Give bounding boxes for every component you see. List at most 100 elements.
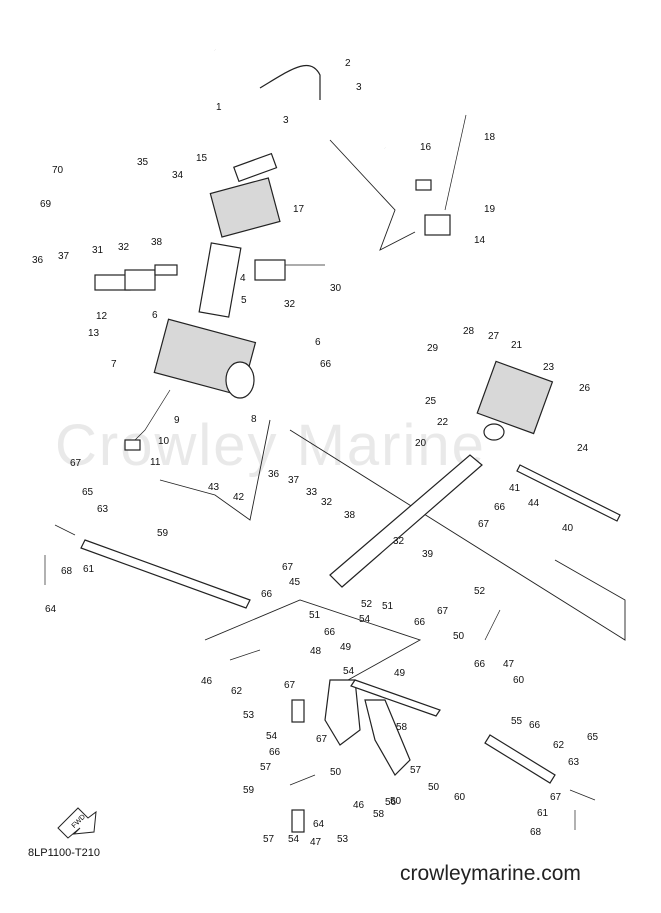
callout-70: 70 bbox=[52, 165, 64, 176]
callout-38: 38 bbox=[151, 237, 163, 248]
callout-67: 67 bbox=[550, 792, 562, 803]
callout-66: 66 bbox=[414, 617, 426, 628]
callout-51: 51 bbox=[382, 601, 394, 612]
callout-32: 32 bbox=[321, 497, 333, 508]
callout-52: 52 bbox=[361, 599, 373, 610]
callout-66: 66 bbox=[269, 747, 281, 758]
callout-34: 34 bbox=[172, 170, 184, 181]
callout-32: 32 bbox=[393, 536, 405, 547]
callout-63: 63 bbox=[97, 504, 109, 515]
rod-55 bbox=[350, 679, 441, 717]
callout-54: 54 bbox=[288, 834, 300, 845]
callout-21: 21 bbox=[511, 340, 523, 351]
callout-66: 66 bbox=[320, 359, 332, 370]
callout-55: 55 bbox=[511, 716, 523, 727]
bushing-22 bbox=[483, 423, 505, 441]
callout-62: 62 bbox=[553, 740, 565, 751]
connector bbox=[124, 439, 141, 451]
callout-30: 30 bbox=[330, 283, 342, 294]
callout-18: 18 bbox=[484, 132, 496, 143]
callout-2: 2 bbox=[345, 58, 351, 69]
frame-line-cable bbox=[289, 429, 626, 641]
callout-65: 65 bbox=[587, 732, 599, 743]
callout-36: 36 bbox=[32, 255, 44, 266]
frame-line-lower bbox=[204, 599, 422, 691]
callout-67: 67 bbox=[282, 562, 294, 573]
callout-65: 65 bbox=[82, 487, 94, 498]
bracket-32b bbox=[254, 259, 286, 281]
callout-20: 20 bbox=[415, 438, 427, 449]
callout-24: 24 bbox=[577, 443, 589, 454]
callout-6: 6 bbox=[315, 337, 321, 348]
tie-rod-61-right bbox=[569, 789, 596, 801]
callout-53: 53 bbox=[337, 834, 349, 845]
clip-16 bbox=[415, 179, 432, 191]
fwd-arrow-icon: FWD bbox=[57, 807, 97, 839]
callout-51: 51 bbox=[309, 610, 321, 621]
callout-57: 57 bbox=[410, 765, 422, 776]
callout-23: 23 bbox=[543, 362, 555, 373]
callout-66: 66 bbox=[529, 720, 541, 731]
callout-37: 37 bbox=[58, 251, 70, 262]
callout-67: 67 bbox=[70, 458, 82, 469]
callout-25: 25 bbox=[425, 396, 437, 407]
callout-39: 39 bbox=[422, 549, 434, 560]
callout-64: 64 bbox=[45, 604, 57, 615]
bracket-32 bbox=[124, 269, 156, 291]
collar-53 bbox=[291, 699, 305, 723]
callout-50: 50 bbox=[453, 631, 465, 642]
callout-29: 29 bbox=[427, 343, 439, 354]
callout-67: 67 bbox=[284, 680, 296, 691]
callout-40: 40 bbox=[562, 523, 574, 534]
rod-18 bbox=[444, 114, 467, 211]
callout-15: 15 bbox=[196, 153, 208, 164]
callout-31: 31 bbox=[92, 245, 104, 256]
callout-63: 63 bbox=[568, 757, 580, 768]
callout-69: 69 bbox=[40, 199, 52, 210]
rod-40 bbox=[516, 464, 621, 522]
callout-50: 50 bbox=[428, 782, 440, 793]
callout-32: 32 bbox=[284, 299, 296, 310]
cable-end bbox=[225, 361, 255, 399]
callout-49: 49 bbox=[394, 668, 406, 679]
callout-54: 54 bbox=[343, 666, 355, 677]
callout-12: 12 bbox=[96, 311, 108, 322]
callout-38: 38 bbox=[344, 510, 356, 521]
callout-58: 58 bbox=[396, 722, 408, 733]
collar-38 bbox=[154, 264, 178, 276]
callout-53: 53 bbox=[243, 710, 255, 721]
arm-right bbox=[364, 699, 411, 776]
rod-59-left bbox=[80, 539, 251, 609]
callout-67: 67 bbox=[437, 606, 449, 617]
callout-61: 61 bbox=[83, 564, 95, 575]
callout-67: 67 bbox=[316, 734, 328, 745]
callout-66: 66 bbox=[474, 659, 486, 670]
callout-22: 22 bbox=[437, 417, 449, 428]
callout-11: 11 bbox=[150, 457, 161, 468]
callout-50: 50 bbox=[390, 796, 402, 807]
callout-16: 16 bbox=[420, 142, 432, 153]
shaft-20 bbox=[329, 454, 483, 588]
diagram-code: 8LP1100-T210 bbox=[28, 847, 100, 859]
callout-66: 66 bbox=[494, 502, 506, 513]
site-url: crowleymarine.com bbox=[400, 862, 581, 885]
tie-rod-61-left bbox=[54, 524, 76, 536]
callout-59: 59 bbox=[157, 528, 169, 539]
callout-60: 60 bbox=[513, 675, 525, 686]
callout-50: 50 bbox=[330, 767, 342, 778]
callout-36: 36 bbox=[268, 469, 280, 480]
callout-3: 3 bbox=[356, 82, 362, 93]
bolt-60 bbox=[229, 649, 261, 661]
bolt-51 bbox=[484, 609, 501, 641]
callout-17: 17 bbox=[293, 204, 305, 215]
callout-61: 61 bbox=[537, 808, 549, 819]
frame-line-main bbox=[159, 419, 271, 521]
callout-48: 48 bbox=[310, 646, 322, 657]
callout-57: 57 bbox=[263, 834, 275, 845]
handle-grip bbox=[233, 152, 278, 183]
callout-1: 1 bbox=[216, 102, 222, 113]
callout-52: 52 bbox=[474, 586, 486, 597]
callout-19: 19 bbox=[484, 204, 496, 215]
